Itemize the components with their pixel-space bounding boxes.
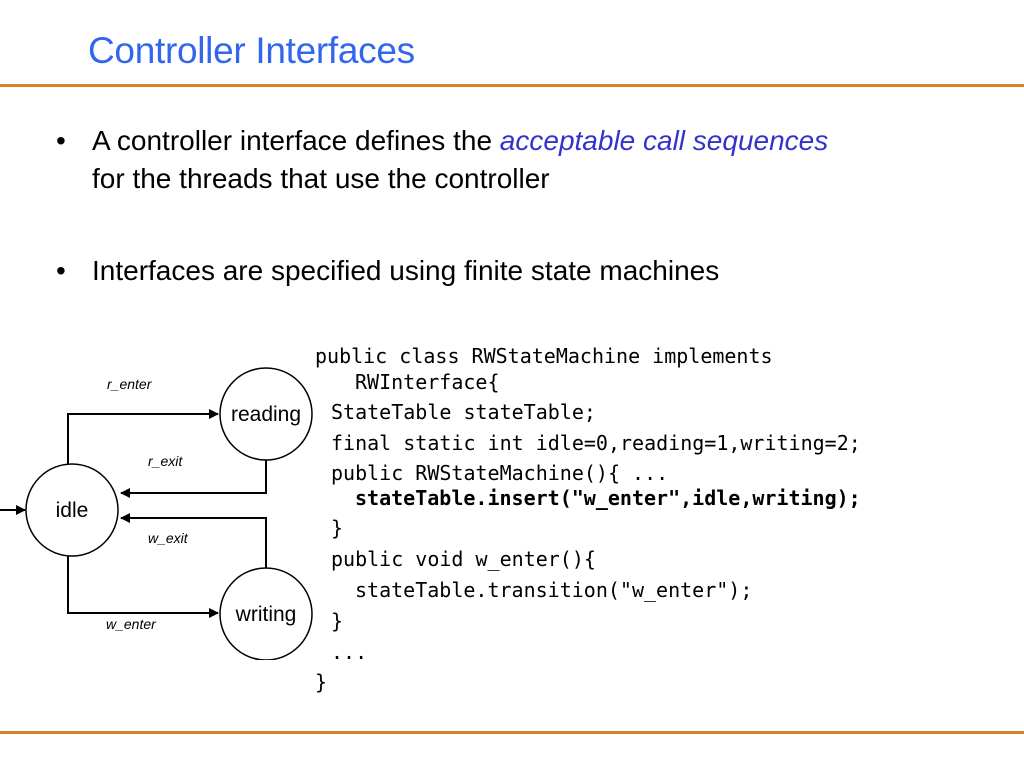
transition-w-exit-label: w_exit xyxy=(148,530,189,546)
transition-r-exit-label: r_exit xyxy=(148,453,183,469)
state-writing-label: writing xyxy=(235,603,297,626)
code-line: } xyxy=(315,670,328,694)
code-line: StateTable stateTable; xyxy=(331,400,596,424)
bullet-text-continued: for the threads that use the controller xyxy=(92,163,550,194)
code-line: final static int idle=0,reading=1,writin… xyxy=(331,431,861,455)
code-line: stateTable.transition("w_enter"); xyxy=(355,578,753,602)
code-line: public class RWStateMachine implements xyxy=(315,344,773,368)
code-listing: public class RWStateMachine implements R… xyxy=(315,344,861,694)
bullet-item-2: • Interfaces are specified using finite … xyxy=(50,252,1010,290)
code-line: } xyxy=(331,609,344,633)
bullet-text: A controller interface defines the xyxy=(92,125,500,156)
code-line: } xyxy=(331,516,344,540)
bullet-list: • A controller interface defines the acc… xyxy=(50,122,1010,290)
code-line-bold: stateTable.insert("w_enter",idle,writing… xyxy=(355,486,861,510)
bullet-marker: • xyxy=(56,255,66,286)
transition-r-enter-label: r_enter xyxy=(107,376,153,392)
code-line: public void w_enter(){ xyxy=(331,547,596,571)
transition-w-exit-arrow xyxy=(120,513,267,568)
state-idle xyxy=(25,463,119,557)
state-reading-label: reading xyxy=(231,403,301,426)
bullet-text: Interfaces are specified using finite st… xyxy=(92,255,720,286)
bullet-item-1: • A controller interface defines the acc… xyxy=(50,122,1010,198)
transition-w-enter-arrow xyxy=(67,556,219,618)
state-idle-label: idle xyxy=(56,499,89,522)
footer-divider xyxy=(0,731,1024,734)
transition-w-enter-label: w_enter xyxy=(106,616,157,632)
bullet-marker: • xyxy=(56,125,66,156)
bullet-emphasis: acceptable call sequences xyxy=(499,125,829,156)
slide-title: Controller Interfaces xyxy=(88,30,415,71)
transition-r-enter-arrow xyxy=(67,409,219,464)
state-machine-diagram: idle reading writing r_enter r_exit w_ex… xyxy=(0,367,313,660)
code-line: ... xyxy=(331,640,368,664)
code-line: RWInterface{ xyxy=(355,370,500,394)
transition-r-exit-arrow xyxy=(120,460,267,498)
title-divider xyxy=(0,84,1024,87)
code-line: public RWStateMachine(){ ... xyxy=(331,461,669,485)
